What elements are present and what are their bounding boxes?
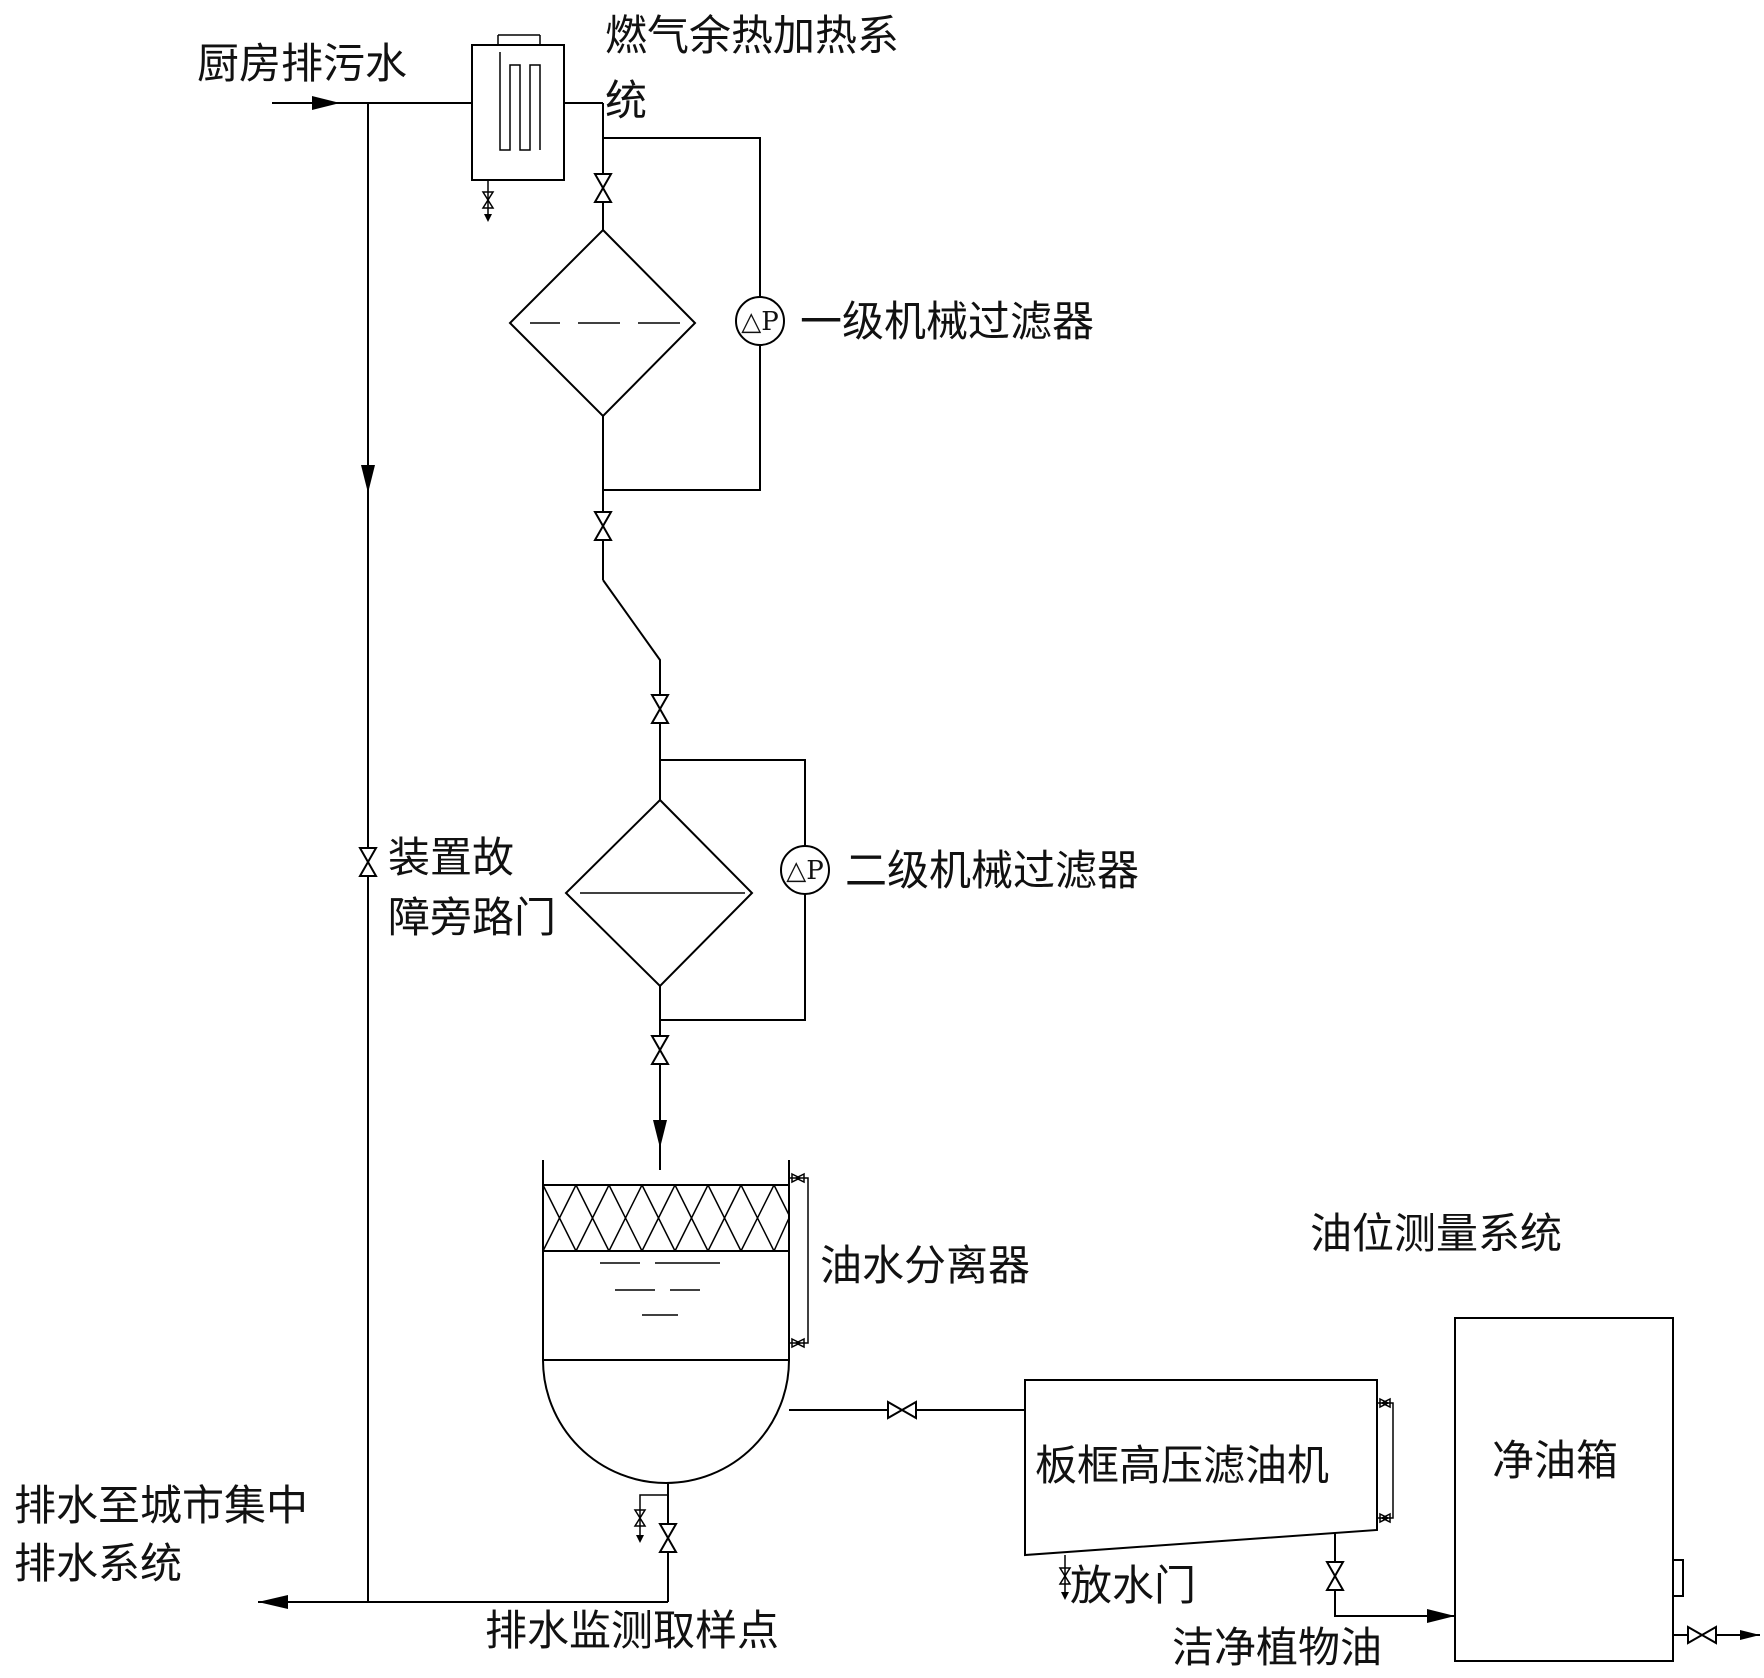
- label-sampling-point: 排水监测取样点: [485, 1606, 779, 1655]
- label-clean-oil-tank: 净油箱: [1492, 1436, 1618, 1485]
- pipe-press-to-tank: [1334, 1533, 1455, 1623]
- primary-filter: [508, 228, 697, 418]
- valve-clean-oil[interactable]: [1325, 1561, 1345, 1591]
- valve-filter1-outlet[interactable]: [593, 511, 613, 541]
- plate-filter-press: [1024, 1379, 1394, 1557]
- tank-outlet[interactable]: [1673, 1625, 1760, 1645]
- gas-heater-unit: [471, 34, 565, 222]
- label-oil-water-separator: 油水分离器: [820, 1241, 1030, 1290]
- dp-label-1: △P: [741, 307, 779, 337]
- primary-dp-gauge: △P: [735, 296, 785, 346]
- city-drain-pipe: [258, 1595, 668, 1609]
- label-secondary-filter: 二级机械过滤器: [845, 846, 1139, 895]
- valve-filter2-inlet[interactable]: [650, 694, 670, 724]
- valve-separator-drain[interactable]: [658, 1523, 678, 1553]
- oil-water-separator: [542, 1160, 809, 1484]
- clean-oil-tank: [1454, 1317, 1684, 1662]
- label-drain-1: 排水至城市集中: [14, 1481, 308, 1530]
- label-gas-heating-1: 燃气余热加热系: [605, 11, 899, 60]
- label-clean-vegetable-oil: 洁净植物油: [1172, 1623, 1382, 1672]
- label-bypass-1: 装置故: [388, 833, 514, 882]
- valve-filter2-outlet[interactable]: [650, 1035, 670, 1065]
- dp-label-2: △P: [786, 856, 824, 886]
- valve-filter1-inlet[interactable]: [593, 173, 613, 203]
- label-gas-heating-2: 统: [605, 76, 647, 125]
- pipe-filter1-to-filter2: [602, 579, 661, 800]
- press-drain-valve[interactable]: [1058, 1555, 1072, 1600]
- label-plate-filter-press: 板框高压滤油机: [1035, 1441, 1329, 1490]
- label-bypass-2: 障旁路门: [388, 893, 556, 942]
- label-drain-valve: 放水门: [1070, 1561, 1196, 1610]
- label-kitchen-wastewater: 厨房排污水: [197, 39, 407, 88]
- secondary-filter-dp-loop: [660, 759, 806, 1021]
- secondary-dp-gauge: △P: [780, 845, 830, 895]
- label-primary-filter: 一级机械过滤器: [800, 297, 1094, 346]
- label-oil-level-system: 油位测量系统: [1310, 1209, 1562, 1258]
- separator-bottom-outlet: [633, 1483, 669, 1602]
- bypass-valve[interactable]: [358, 847, 378, 877]
- label-drain-2: 排水系统: [14, 1539, 182, 1588]
- primary-filter-dp-loop: [603, 137, 761, 491]
- secondary-filter: [564, 798, 754, 988]
- valve-separator-to-press[interactable]: [887, 1400, 917, 1420]
